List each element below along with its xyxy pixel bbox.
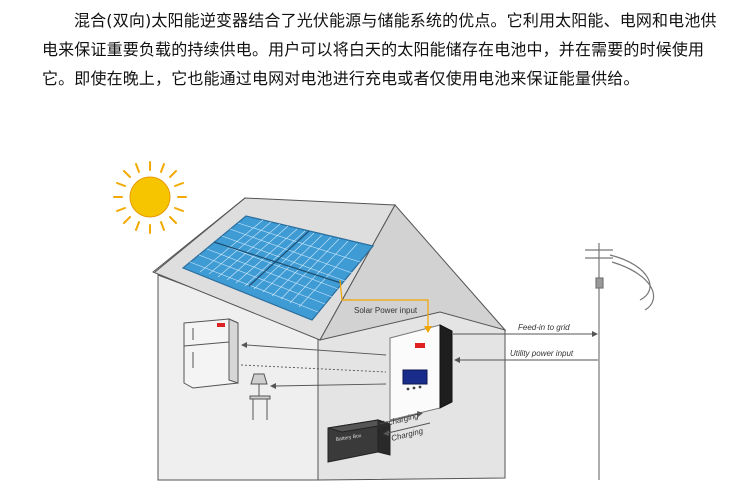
battery-flow-arrows: [379, 411, 431, 436]
utility-power-input-label: Utility power input: [510, 349, 574, 358]
load-supply-arrows: [240, 342, 387, 389]
intro-paragraph: 混合(双向)太阳能逆变器结合了光伏能源与储能系统的优点。它利用太阳能、电网和电池…: [42, 11, 717, 88]
svg-text:Battery Box: Battery Box: [335, 433, 362, 443]
battery-icon: Battery Box: [327, 419, 391, 463]
feed-in-to-grid-arrow: [453, 331, 598, 337]
solar-panel-icon: [181, 215, 375, 321]
sun-icon: [113, 161, 187, 234]
refrigerator-icon: [183, 318, 239, 389]
feed-in-to-grid-label: Feed-in to grid: [518, 323, 570, 332]
hybrid-inverter-icon: [389, 324, 453, 421]
utility-power-input-arrow: [454, 357, 598, 363]
utility-pole-icon: [585, 243, 655, 480]
solar-power-input-label: Solar Power input: [354, 306, 418, 315]
solar-power-flow: [339, 279, 432, 333]
lamp-icon: [249, 373, 271, 420]
